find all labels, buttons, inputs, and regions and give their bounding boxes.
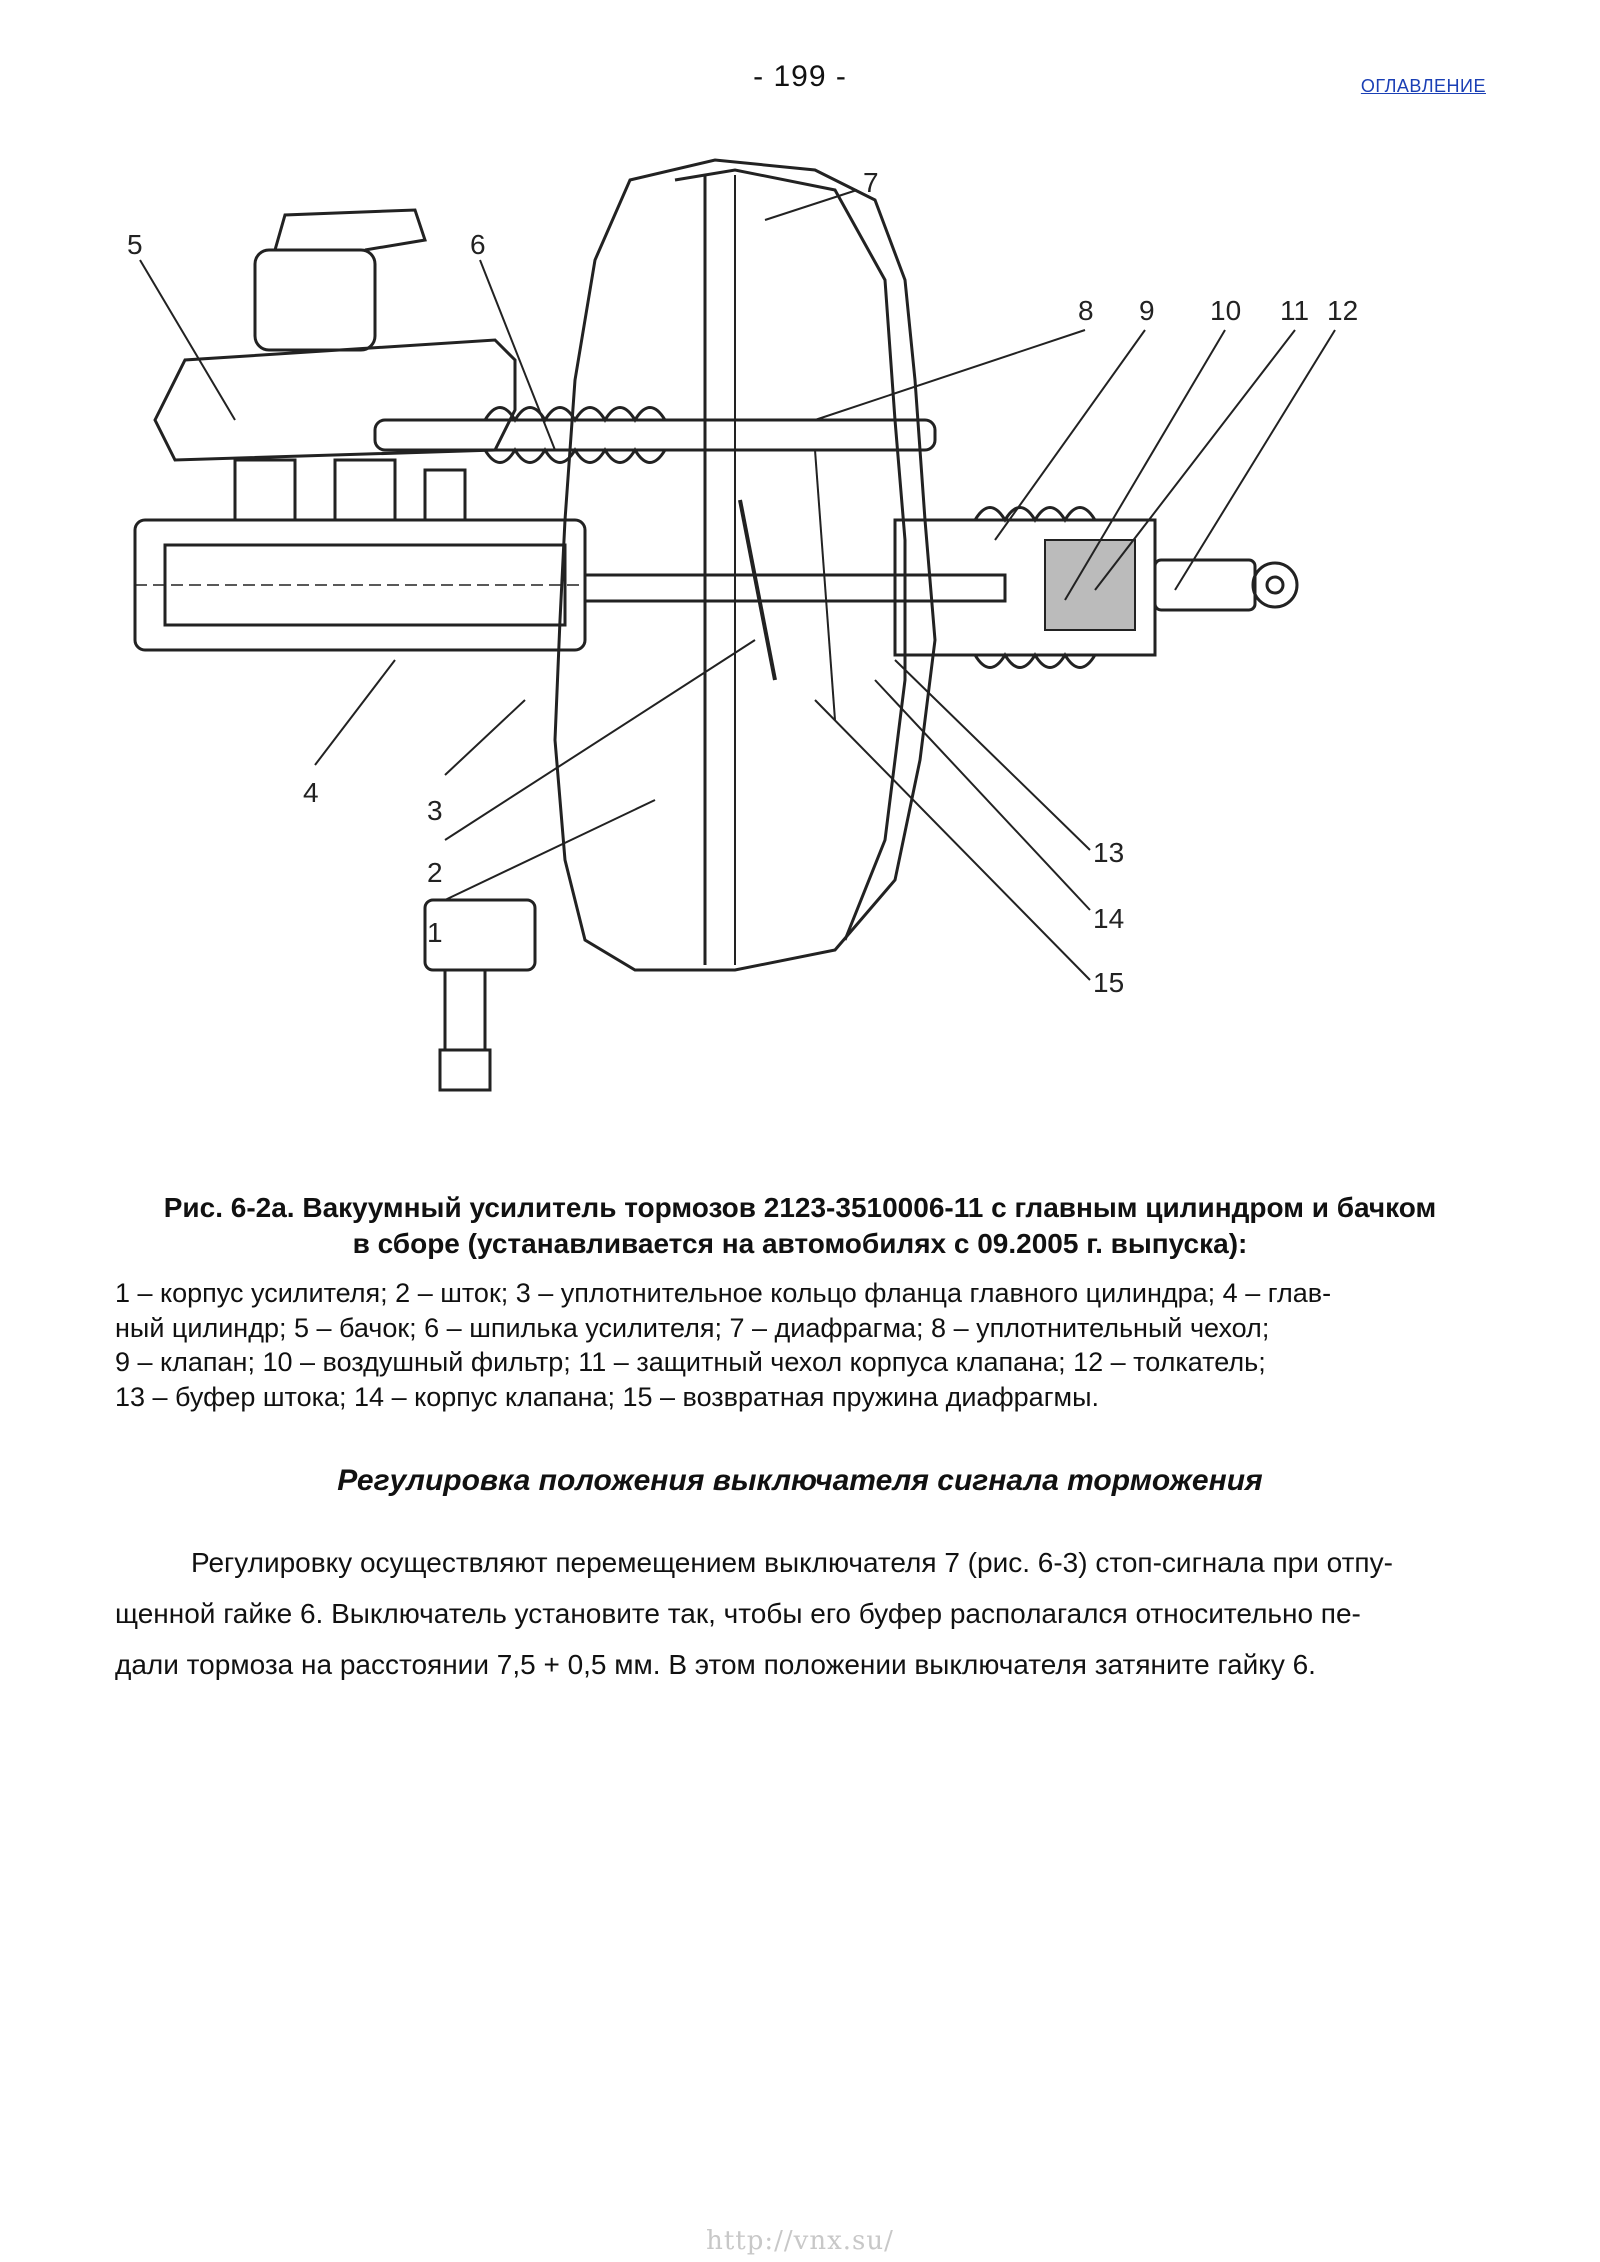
- paragraph-line: дали тормоза на расстоянии 7,5 + 0,5 мм.…: [115, 1649, 1316, 1680]
- toc-link[interactable]: ОГЛАВЛЕНИЕ: [1360, 76, 1486, 96]
- callout-15: 15: [1093, 967, 1124, 998]
- booster-housing: [553, 158, 937, 972]
- caption-title-line: в сборе (устанавливается на автомобилях …: [352, 1228, 1248, 1259]
- reservoir-cap: [253, 248, 377, 352]
- legend-line: ный цилиндр; 5 – бачок; 6 – шпилька усил…: [115, 1312, 1270, 1343]
- callout-4: 4: [303, 777, 319, 808]
- callout-5: 5: [127, 229, 143, 260]
- callout-13: 13: [1093, 837, 1124, 868]
- figure-caption-title: Рис. 6-2а. Вакуумный усилитель тормозов …: [115, 1190, 1485, 1262]
- callout-11: 11: [1280, 295, 1309, 326]
- page-number: - 199 -: [753, 60, 847, 93]
- callout-9: 9: [1139, 295, 1155, 326]
- figure-legend: 1 – корпус усилителя; 2 – шток; 3 – упло…: [115, 1276, 1485, 1414]
- reservoir: [153, 338, 517, 462]
- callout-2: 2: [427, 857, 443, 888]
- paragraph-line: Регулировку осуществляют перемещением вы…: [191, 1547, 1393, 1578]
- footer-watermark-url: http://vnx.su/: [706, 2226, 894, 2256]
- seal-bellows: [483, 406, 667, 464]
- brake-booster-figure: 5 6 7 8 9 10 11 12 4 3 2 1 13 14 15: [115, 120, 1385, 1150]
- paragraph-line: щенной гайке 6. Выключатель установите т…: [115, 1598, 1361, 1629]
- body-paragraph: Регулировку осуществляют перемещением вы…: [115, 1537, 1485, 1690]
- brake-booster-drawing: 5 6 7 8 9 10 11 12 4 3 2 1 13 14 15: [127, 158, 1358, 1092]
- legend-line: 1 – корпус усилителя; 2 – шток; 3 – упло…: [115, 1278, 1332, 1308]
- callout-12: 12: [1327, 295, 1358, 326]
- callout-3: 3: [427, 795, 443, 826]
- booster-stud: [373, 418, 937, 452]
- callout-8: 8: [1078, 295, 1094, 326]
- callout-10: 10: [1210, 295, 1241, 326]
- callout-7: 7: [863, 167, 879, 198]
- pusher: [1153, 558, 1257, 612]
- callout-1: 1: [427, 917, 443, 948]
- callout-6: 6: [470, 229, 486, 260]
- push-rod: [583, 573, 1007, 603]
- caption-title-line: Рис. 6-2а. Вакуумный усилитель тормозов …: [163, 1192, 1437, 1223]
- section-heading: Регулировка положения выключателя сигнал…: [337, 1464, 1263, 1497]
- callout-14: 14: [1093, 903, 1124, 934]
- legend-line: 9 – клапан; 10 – воздушный фильтр; 11 – …: [115, 1347, 1266, 1377]
- legend-line: 13 – буфер штока; 14 – корпус клапана; 1…: [115, 1381, 1100, 1412]
